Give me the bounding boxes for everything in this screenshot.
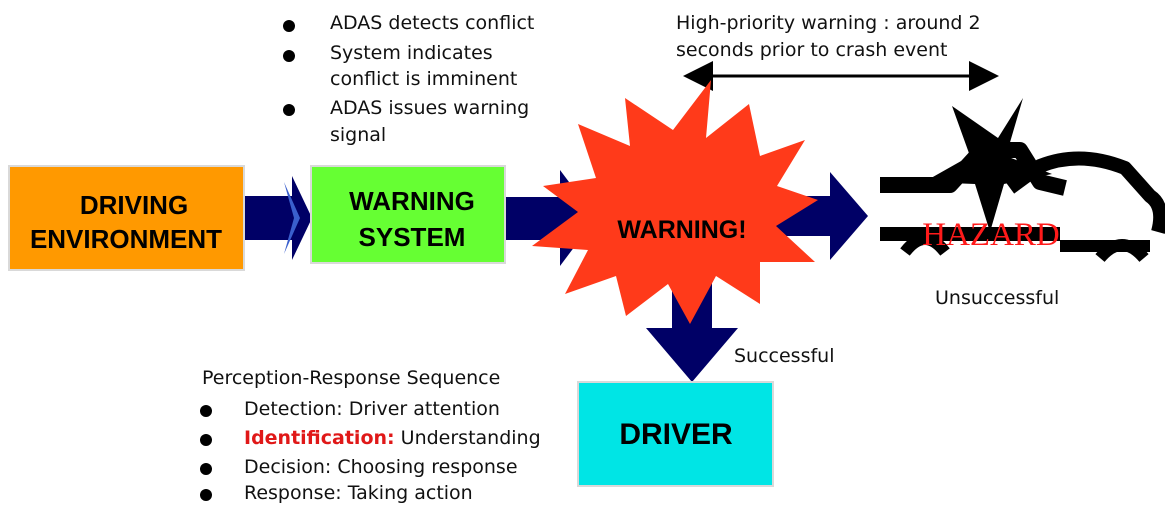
adas-bullet-list: ADAS detects conflict System indicates c… [283,12,534,146]
driving-environment-line-2: ENVIRONMENT [30,224,222,254]
adas-bullet-2-line-2: conflict is imminent [330,68,517,90]
perception-desc: Choosing response [331,456,517,478]
bullet-dot [283,104,295,116]
perception-response-list: Perception-Response Sequence Detection: … [200,367,541,504]
perception-item-detection: Detection: Driver attention [244,398,500,420]
perception-desc: Driver attention [343,398,500,420]
perception-term: Detection: [244,398,343,420]
hazard-label: HAZARD [922,217,1060,253]
right-car-outline [1005,151,1165,234]
adas-bullet-1-line-1: ADAS detects conflict [330,12,534,34]
driver-label: DRIVER [619,418,733,451]
warning-timing-line-1: High-priority warning : around 2 [676,12,981,34]
driving-environment-box [8,165,245,271]
warning-timing: High-priority warning : around 2 seconds… [676,12,999,91]
arrow-env-to-system-highlight [284,182,300,254]
warning-timing-line-2: seconds prior to crash event [676,39,947,61]
bullet-dot [200,405,212,417]
warning-burst-label: WARNING! [617,216,746,244]
arrow-env-to-system [244,176,312,260]
warning-burst [532,80,818,324]
bullet-dot [200,489,212,501]
adas-bullet-2-line-1: System indicates [330,42,493,64]
bullet-dot [283,20,295,32]
left-car-wheel-arch [900,233,950,256]
perception-term-highlight: Identification: [244,427,395,449]
collision-star-icon [924,98,1052,232]
arrow-burst-to-hazard [760,172,868,260]
driving-environment-line-1: DRIVING [80,190,188,220]
bullet-dot [200,463,212,475]
perception-heading: Perception-Response Sequence [202,367,500,389]
perception-term: Decision: [244,456,331,478]
adas-bullet-3-line-1: ADAS issues warning [330,97,529,119]
perception-desc: Understanding [395,427,541,449]
perception-item-decision: Decision: Choosing response [244,456,518,478]
perception-item-response: Response: Taking action [244,482,473,504]
bullet-dot [283,50,295,62]
crashing-cars-icon [880,142,1165,263]
warning-system-line-2: SYSTEM [359,222,466,252]
bullet-dot [200,434,212,446]
adas-bullet-3-line-2: signal [330,124,386,146]
left-car-outline [880,142,1067,196]
perception-term: Response: [244,482,342,504]
warning-system-line-1: WARNING [349,186,475,216]
driver-box [577,381,774,487]
perception-item-identification: Identification: Understanding [244,427,541,449]
successful-label: Successful [734,345,835,367]
warning-system-box [310,165,506,264]
arrow-burst-to-driver [646,278,738,382]
perception-desc: Taking action [342,482,473,504]
unsuccessful-label: Unsuccessful [935,287,1059,309]
right-car-wheel-arch [1095,239,1149,263]
